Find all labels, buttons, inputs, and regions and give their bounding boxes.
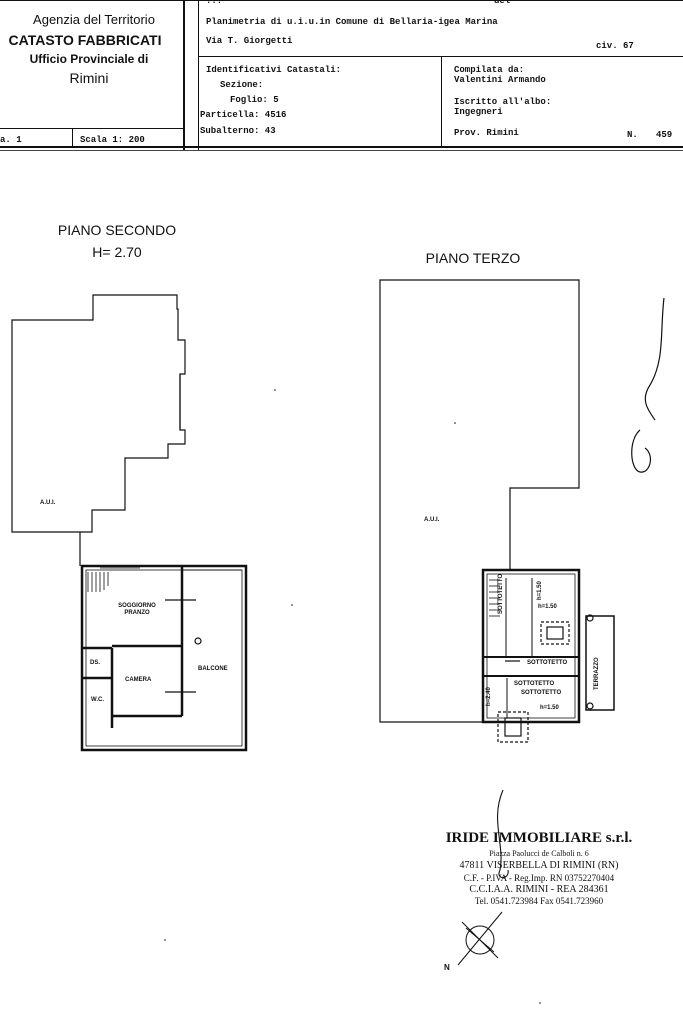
wc-label: W.C. xyxy=(91,697,104,703)
third-floor-title: PIANO TERZO xyxy=(425,250,521,266)
ident-title: Identificativi Catastali: xyxy=(206,65,342,75)
stamp-line-5: Tel. 0541.723984 Fax 0541.723960 xyxy=(474,896,604,906)
number-value: 459 xyxy=(656,130,673,140)
foglio-label: Foglio: 5 xyxy=(230,95,279,105)
stamp-line-3: C.F. - P.IVA - Reg.Imp. RN 03752270404 xyxy=(463,873,615,883)
frame-bottom-line xyxy=(0,146,683,148)
iscritto-label: Iscritto all'albo: xyxy=(454,97,552,107)
subalterno-label: Subalterno: 43 xyxy=(200,126,276,136)
sheet-number: a. 1 xyxy=(0,135,22,145)
frame-divider-left xyxy=(183,0,185,150)
address: Via T. Giorgetti xyxy=(206,36,293,46)
stamp-company: IRIDE IMMOBILIARE s.r.l. xyxy=(445,830,633,846)
second-floor-outline xyxy=(11,294,248,752)
scale-label: Scala 1: 200 xyxy=(80,135,145,145)
frame-top-line xyxy=(0,0,683,1)
balcone-label: BALCONE xyxy=(198,666,228,672)
soggiorno-label: SOGGIORNO PRANZO xyxy=(118,603,156,616)
sottotetto-label-b: SOTTOTETTO xyxy=(527,660,568,666)
sottotetto-label-d: SOTTOTETTO xyxy=(521,690,562,696)
ident-divider xyxy=(441,56,442,148)
plan-line: Planimetria di u.i.u.in Comune di Bellar… xyxy=(206,17,498,27)
agency-name: Agenzia del Territorio xyxy=(33,12,155,27)
height-label-b: h=1.50 xyxy=(537,581,543,600)
second-floor-height: H= 2.70 xyxy=(92,244,142,260)
compiler-name: Valentini Armando xyxy=(454,75,546,85)
sheet-divider xyxy=(72,128,73,148)
civic-number: civ. 67 xyxy=(596,41,634,51)
number-label: N. xyxy=(627,130,638,140)
top-cut-left: ... xyxy=(206,0,223,6)
sottotetto-vertical-a: SOTTOTETTO xyxy=(498,573,504,614)
office-city: Rimini xyxy=(69,70,109,86)
third-floor-outline xyxy=(379,279,615,743)
particella-label: Particella: 4516 xyxy=(200,110,287,120)
address-bottom-line xyxy=(198,56,683,57)
sezione-label: Sezione: xyxy=(220,80,264,90)
catasto-title: CATASTO FABBRICATI xyxy=(8,32,162,48)
terrazzo-label: TERRAZZO xyxy=(594,657,600,690)
office-name: Ufficio Provinciale di xyxy=(29,52,149,66)
frame-divider-left-2 xyxy=(198,0,199,150)
signature-stroke xyxy=(631,297,665,473)
stamp-line-4: C.C.I.A.A. RIMINI - REA 284361 xyxy=(469,884,609,895)
height-label-a: h=1.50 xyxy=(538,604,557,610)
height-label-d: h=1.50 xyxy=(540,705,559,711)
north-label: N xyxy=(444,963,450,972)
province-label: Prov. Rimini xyxy=(454,128,519,138)
camera-label: CAMERA xyxy=(125,677,152,683)
height-label-c: h=2.40 xyxy=(486,687,492,706)
ds-label: DS. xyxy=(90,660,101,666)
stamp-signature xyxy=(497,789,509,879)
frame-bottom-line-2 xyxy=(0,150,683,151)
north-arrow-graphic xyxy=(457,911,503,966)
albo-value: Ingegneri xyxy=(454,107,503,117)
top-cut-right: del xyxy=(494,0,511,6)
agency-bottom-line xyxy=(0,128,183,129)
stamp-line-2: 47811 VISERBELLA DI RIMINI (RN) xyxy=(459,860,619,871)
aui-left-label: A.U.I. xyxy=(40,500,56,506)
aui-right-label: A.U.I. xyxy=(424,517,440,523)
second-floor-title: PIANO SECONDO xyxy=(57,222,177,238)
stamp-line-1: Piazza Paolucci de Calboli n. 6 xyxy=(489,849,589,858)
compilata-label: Compilata da: xyxy=(454,65,525,75)
sottotetto-label-c: SOTTOTETTO xyxy=(514,681,555,687)
